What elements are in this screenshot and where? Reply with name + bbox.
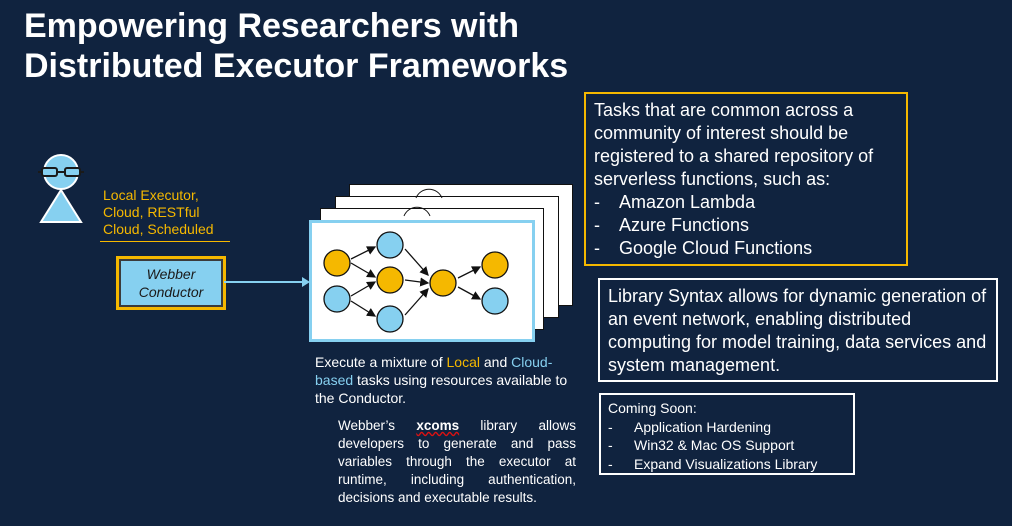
list-item: -Amazon Lambda	[594, 192, 756, 212]
coming-soon-item: Application Hardening	[634, 418, 771, 435]
coming-soon-item: Win32 & Mac OS Support	[634, 437, 795, 453]
user-with-goggles-icon	[38, 154, 84, 223]
executor-types-label: Local Executor, Cloud, RESTful Cloud, Sc…	[103, 187, 214, 237]
caption-text-1: Execute a mixture of	[315, 354, 447, 370]
caption-local-highlight: Local	[446, 354, 480, 370]
coming-soon-heading: Coming Soon:	[608, 400, 697, 416]
serverless-intro: Tasks that are common across a community…	[594, 100, 874, 189]
event-network-graph-icon	[323, 231, 509, 333]
serverless-list: -Amazon Lambda -Azure Functions -Google …	[594, 191, 898, 260]
caption-cloud-highlight: Cloud-based	[315, 354, 553, 388]
caption-text-3: tasks using resources available to the C…	[315, 372, 568, 406]
xcoms-suffix: library allows developers to generate an…	[338, 418, 576, 505]
library-syntax-box: Library Syntax allows for dynamic genera…	[598, 278, 998, 382]
serverless-item: Amazon Lambda	[619, 192, 756, 212]
serverless-item: Google Cloud Functions	[619, 238, 813, 258]
webber-conductor-box: Webber Conductor	[116, 256, 226, 310]
serverless-functions-box: Tasks that are common across a community…	[584, 92, 908, 266]
executor-types-divider	[100, 241, 230, 242]
stacked-card-node-peek	[403, 188, 443, 217]
list-item: -Win32 & Mac OS Support	[608, 437, 795, 453]
list-item: -Application Hardening	[608, 418, 771, 435]
list-item: -Azure Functions	[594, 215, 750, 235]
caption-text-2: and	[479, 354, 512, 370]
conductor-arrow	[224, 277, 310, 287]
list-item: -Expand Visualizations Library	[608, 455, 818, 472]
slide-title: Empowering Researchers with Distributed …	[24, 7, 569, 85]
list-item: -Google Cloud Functions	[594, 238, 813, 258]
coming-soon-box: Coming Soon: -Application Hardening -Win…	[599, 393, 855, 475]
executor-caption: Execute a mixture of Local and Cloud-bas…	[315, 353, 583, 407]
coming-soon-item: Expand Visualizations Library	[634, 455, 818, 472]
coming-soon-list: -Application Hardening -Win32 & Mac OS S…	[608, 418, 846, 474]
xcoms-description: Webber’s xcoms library allows developers…	[338, 417, 576, 507]
event-network-card	[309, 220, 535, 342]
serverless-item: Azure Functions	[619, 215, 750, 235]
xcoms-keyword: xcoms	[416, 418, 460, 433]
xcoms-prefix: Webber’s	[338, 418, 417, 433]
